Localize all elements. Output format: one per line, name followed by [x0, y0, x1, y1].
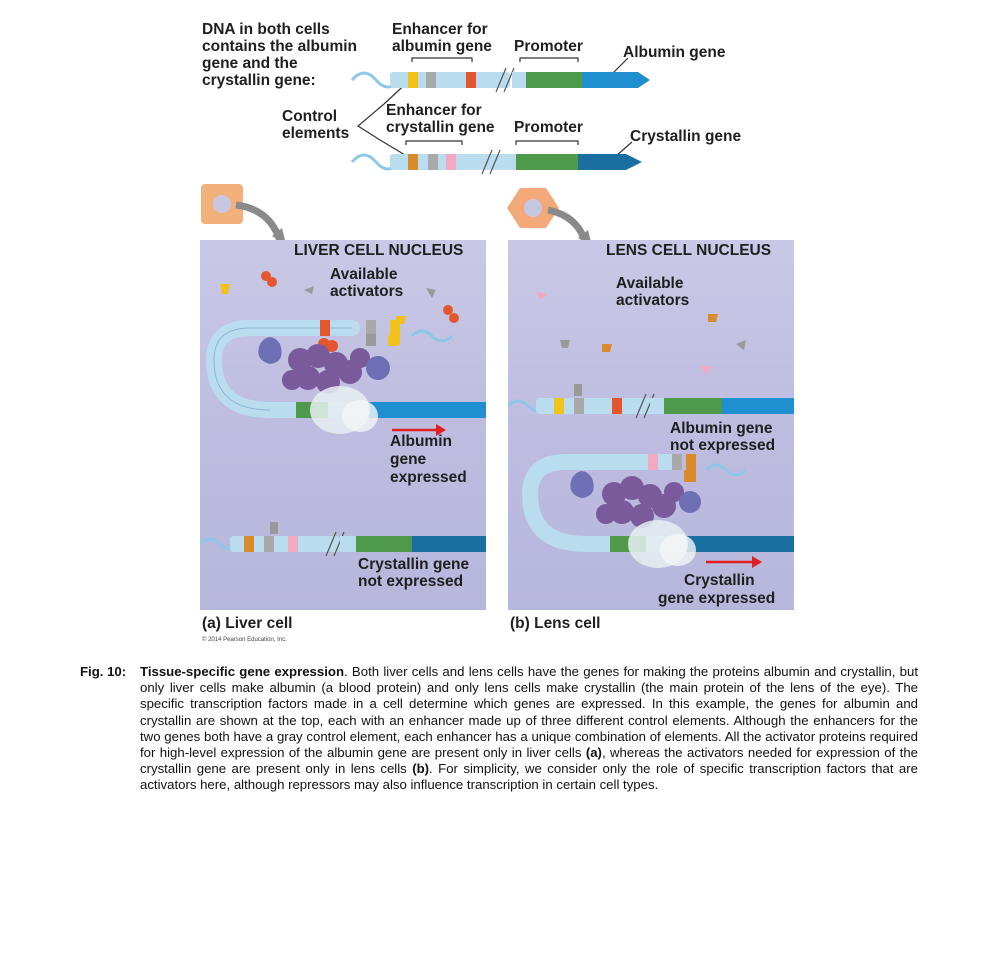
dna-label-line1: DNA in both cells: [202, 21, 330, 38]
liver-panel: LIVER CELL NUCLEUS Available activators …: [200, 240, 486, 610]
lens-cell-icon: [507, 188, 592, 246]
lens-available-line1: Available: [616, 275, 684, 292]
caption-text-2: , whereas the activators needed for expr…: [140, 745, 918, 777]
liver-cell-icon: [201, 184, 286, 244]
albumin-gene-label: Albumin gene: [623, 44, 726, 61]
caption-title: Tissue-specific gene expression: [140, 664, 344, 679]
gene-expression-figure: DNA in both cells contains the albumin g…: [200, 21, 794, 643]
albumin-expressed-line2: gene: [390, 451, 427, 468]
dna-label-line4: crystallin gene:: [202, 72, 316, 89]
promoter-label-1: Promoter: [514, 38, 583, 55]
lens-panel: LENS CELL NUCLEUS Available activators A…: [508, 240, 794, 610]
albumin-not-line2: not expressed: [670, 437, 776, 454]
lens-cell-label: (b) Lens cell: [510, 615, 601, 632]
control-elements-line2: elements: [282, 125, 350, 142]
albumin-dna-strand: [350, 67, 650, 93]
copyright: © 2014 Pearson Education, Inc.: [202, 637, 287, 643]
lens-title: LENS CELL NUCLEUS: [606, 242, 772, 259]
control-elements-line1: Control: [282, 108, 338, 125]
dna-label-line3: gene and the: [202, 55, 298, 72]
enhancer-albumin-line1: Enhancer for: [392, 21, 488, 38]
caption-ref-a: (a): [585, 745, 602, 761]
crystallin-expressed-line2: gene expressed: [658, 590, 776, 607]
promoter-label-2: Promoter: [514, 119, 583, 136]
caption-text-3: . For simplicity, we consider only the r…: [140, 761, 918, 793]
albumin-expressed-line3: expressed: [390, 469, 467, 486]
caption-text-1: . Both liver cells and lens cells have t…: [140, 664, 918, 761]
crystallin-not-line2: not expressed: [358, 573, 464, 590]
caption-body: Tissue-specific gene expression. Both li…: [140, 664, 918, 794]
crystallin-not-line1: Crystallin gene: [358, 556, 470, 573]
enhancer-albumin-line2: albumin gene: [392, 38, 492, 55]
top-dna-svg: [201, 57, 650, 246]
crystallin-expressed-line1: Crystallin: [684, 572, 755, 589]
liver-available-line2: activators: [330, 283, 404, 300]
liver-available-line1: Available: [330, 266, 398, 283]
caption-ref-b: (b): [412, 761, 430, 777]
enhancer-crystallin-line1: Enhancer for: [386, 102, 482, 119]
crystallin-dna-strand: [350, 149, 642, 175]
lens-available-line2: activators: [616, 292, 690, 309]
lens-panel-art: [508, 292, 794, 568]
dna-label-line2: contains the albumin: [202, 38, 358, 55]
liver-cell-label: (a) Liver cell: [202, 615, 293, 632]
albumin-not-line1: Albumin gene: [670, 420, 773, 437]
liver-title: LIVER CELL NUCLEUS: [294, 242, 464, 259]
caption-fig-number: Fig. 10:: [80, 664, 127, 679]
crystallin-gene-label: Crystallin gene: [630, 128, 742, 145]
liver-panel-art: [200, 271, 486, 557]
enhancer-crystallin-line2: crystallin gene: [386, 119, 495, 136]
albumin-expressed-line1: Albumin: [390, 433, 452, 450]
